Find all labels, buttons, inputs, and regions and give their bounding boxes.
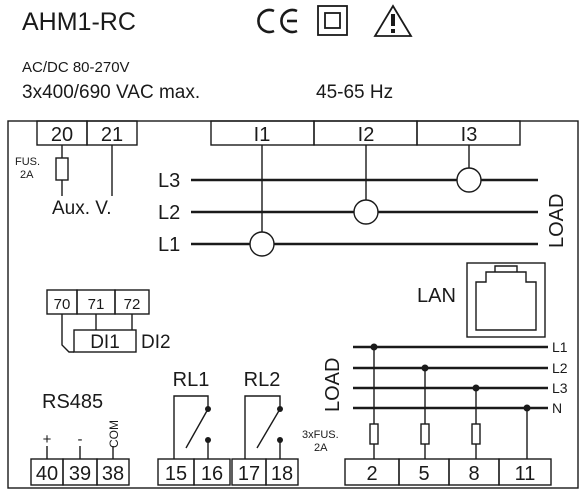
voltage-fuse-rating: 2A bbox=[314, 442, 328, 454]
aux-fuse-rating: 2A bbox=[20, 169, 34, 181]
terminal-i1-label: I1 bbox=[254, 124, 271, 146]
voltage-line-l1-label: L1 bbox=[552, 339, 568, 355]
voltage-line-l2-label: L2 bbox=[552, 360, 568, 376]
current-transformer-1-icon bbox=[249, 231, 275, 257]
load-label-top: LOAD bbox=[546, 194, 568, 248]
voltage-fuse-2-icon bbox=[420, 423, 430, 445]
di1-box bbox=[73, 329, 137, 353]
load-label-bottom: LOAD bbox=[322, 358, 344, 412]
frequency-rating: 45-65 Hz bbox=[316, 82, 393, 103]
terminal-38-label: 38 bbox=[102, 463, 124, 485]
voltage-line-n-label: N bbox=[552, 400, 562, 416]
aux-fuse-label: FUS. bbox=[15, 156, 40, 168]
di1-label: DI1 bbox=[90, 332, 120, 353]
terminal-21-label: 21 bbox=[101, 124, 123, 146]
terminal-70-label: 70 bbox=[54, 296, 71, 313]
terminal-5-label: 5 bbox=[418, 463, 429, 485]
current-transformer-2-icon bbox=[353, 199, 379, 225]
rs485-plus-label: + bbox=[43, 431, 52, 448]
phase-label-l1: L1 bbox=[158, 234, 180, 256]
terminal-39-label: 39 bbox=[69, 463, 91, 485]
terminal-72-label: 72 bbox=[124, 296, 141, 313]
terminal-11 bbox=[498, 458, 552, 486]
aux-voltage-label: Aux. V. bbox=[52, 198, 112, 219]
terminal-15-label: 15 bbox=[165, 463, 187, 485]
terminal-71-label: 71 bbox=[88, 296, 105, 313]
terminal-40-label: 40 bbox=[36, 463, 58, 485]
rs485-com-label: COM bbox=[107, 420, 121, 448]
current-transformer-3-icon bbox=[456, 167, 482, 193]
terminal-16 bbox=[193, 458, 231, 486]
relay-1-contact-icon bbox=[173, 395, 209, 459]
di2-label: DI2 bbox=[141, 332, 171, 353]
ethernet-port-icon bbox=[466, 262, 546, 338]
rs485-minus-label: - bbox=[78, 431, 83, 448]
ce-mark-icon bbox=[257, 8, 298, 34]
terminal-11-label: 11 bbox=[515, 463, 536, 485]
voltage-fuse-3-icon bbox=[471, 423, 481, 445]
relay-2-label: RL2 bbox=[244, 369, 281, 391]
terminal-18 bbox=[265, 458, 299, 486]
double-insulation-icon bbox=[317, 5, 348, 36]
terminal-8-label: 8 bbox=[468, 463, 479, 485]
terminal-2-label: 2 bbox=[366, 463, 377, 485]
terminal-18-label: 18 bbox=[271, 463, 293, 485]
voltage-rating: 3x400/690 VAC max. bbox=[22, 82, 200, 103]
terminal-i2-label: I2 bbox=[358, 124, 375, 146]
voltage-fuse-1-icon bbox=[369, 423, 379, 445]
relay-2-contact-icon bbox=[244, 395, 281, 459]
aux-fuse-icon bbox=[55, 157, 69, 181]
supply-rating: AC/DC 80-270V bbox=[22, 59, 130, 76]
lan-label: LAN bbox=[417, 285, 456, 307]
warning-triangle-icon bbox=[373, 4, 413, 37]
phase-label-l3: L3 bbox=[158, 170, 180, 192]
model-name: AHM1-RC bbox=[22, 8, 136, 36]
terminal-20-label: 20 bbox=[51, 124, 73, 146]
terminal-16-label: 16 bbox=[201, 463, 223, 485]
warning-exclamation-icon bbox=[391, 14, 395, 26]
terminal-i3-label: I3 bbox=[461, 124, 478, 146]
terminal-17-label: 17 bbox=[238, 463, 260, 485]
phase-label-l2: L2 bbox=[158, 202, 180, 224]
rs485-title: RS485 bbox=[42, 391, 103, 413]
voltage-line-l3-label: L3 bbox=[552, 380, 568, 396]
voltage-fuse-label: 3xFUS. bbox=[302, 429, 339, 441]
relay-1-label: RL1 bbox=[173, 369, 210, 391]
